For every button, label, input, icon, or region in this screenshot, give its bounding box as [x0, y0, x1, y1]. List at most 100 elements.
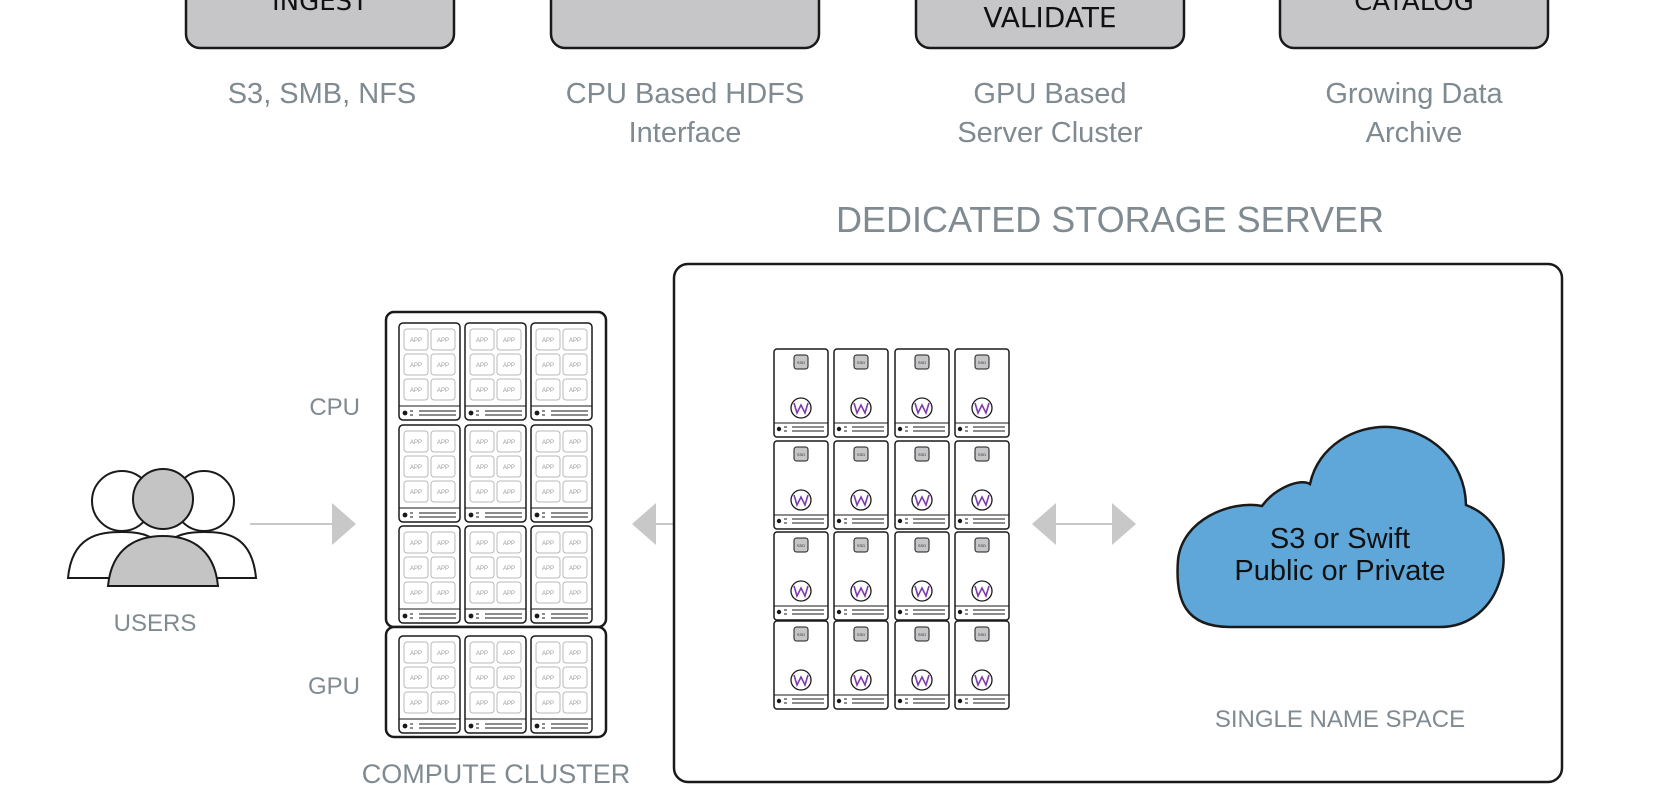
app-tile — [469, 430, 495, 453]
app-tile-label: APP — [503, 363, 515, 369]
ssd-node-icon: SSD — [833, 620, 889, 710]
ssd-node-icon: SSD — [954, 531, 1010, 621]
ssd-node-icon: SSD — [773, 531, 829, 621]
stage-catalog-title: CATALOG — [1354, 0, 1474, 17]
ssd-node-icon: SSD — [894, 348, 950, 438]
storage-title: DEDICATED STORAGE SERVER — [836, 199, 1384, 240]
app-tile-label: APP — [503, 388, 515, 394]
users-label: USERS — [114, 610, 197, 637]
app-tile — [562, 430, 588, 453]
user-center-body — [106, 534, 220, 587]
logo-icon — [790, 397, 812, 419]
stage-validate-title: VALIDATE — [983, 1, 1116, 34]
ssd-node-icon: SSD — [773, 440, 829, 530]
app-tile — [496, 531, 522, 554]
app-tile — [562, 480, 588, 503]
app-tile — [469, 328, 495, 351]
app-tile-label: APP — [476, 388, 488, 394]
app-tile-label: APP — [437, 363, 449, 369]
app-tile — [562, 691, 588, 714]
app-tile — [430, 455, 456, 478]
app-tile-label: APP — [569, 541, 581, 547]
app-tile-label: APP — [476, 490, 488, 496]
app-tile — [535, 531, 561, 554]
app-tile — [403, 480, 429, 503]
app-tile — [496, 328, 522, 351]
app-tile-label: APP — [542, 701, 554, 707]
app-tile — [535, 353, 561, 376]
app-tile — [535, 556, 561, 579]
app-tile-label: APP — [569, 388, 581, 394]
app-tile — [469, 353, 495, 376]
logo-icon — [971, 489, 993, 511]
namespace-label: SINGLE NAME SPACE — [1215, 706, 1465, 733]
app-tile — [430, 328, 456, 351]
app-tile — [496, 666, 522, 689]
logo-icon — [971, 397, 993, 419]
logo-icon — [971, 580, 993, 602]
app-tile — [535, 581, 561, 604]
app-tile-label: APP — [542, 440, 554, 446]
logo-icon — [911, 489, 933, 511]
app-tile — [496, 641, 522, 664]
app-tile — [496, 353, 522, 376]
ssd-label: SSD — [978, 360, 986, 365]
ssd-label: SSD — [978, 452, 986, 457]
app-tile-label: APP — [476, 363, 488, 369]
app-tile-label: APP — [542, 651, 554, 657]
app-tile — [469, 556, 495, 579]
app-tile-label: APP — [437, 566, 449, 572]
stage-ingest-box — [184, 0, 456, 50]
ssd-node-icon: SSD — [773, 348, 829, 438]
app-tile — [430, 581, 456, 604]
ssd-node-icon: SSD — [954, 620, 1010, 710]
app-tile — [562, 531, 588, 554]
app-tile-label: APP — [569, 490, 581, 496]
app-tile — [562, 328, 588, 351]
app-tile-label: APP — [503, 651, 515, 657]
app-tile-label: APP — [569, 676, 581, 682]
app-tile — [430, 480, 456, 503]
logo-icon — [911, 397, 933, 419]
app-tile-label: APP — [437, 651, 449, 657]
app-tile-label: APP — [542, 465, 554, 471]
app-tile-label: APP — [476, 338, 488, 344]
stage-hdfs-subtitle-line1: CPU Based HDFS — [566, 78, 805, 110]
app-tile — [403, 378, 429, 401]
ssd-node-icon: SSD — [833, 531, 889, 621]
ssd-label: SSD — [797, 543, 805, 548]
logo-icon — [850, 580, 872, 602]
app-tile — [496, 556, 522, 579]
ssd-label: SSD — [797, 452, 805, 457]
ssd-label: SSD — [857, 632, 865, 637]
app-tile — [469, 691, 495, 714]
app-tile — [403, 531, 429, 554]
compute-cluster-label: COMPUTE CLUSTER — [362, 759, 631, 789]
stage-validate-box — [914, 0, 1186, 50]
app-tile-label: APP — [410, 440, 422, 446]
app-tile — [562, 455, 588, 478]
app-tile-label: APP — [569, 440, 581, 446]
app-tile-label: APP — [437, 490, 449, 496]
double-arrow-icon — [1032, 503, 1136, 545]
app-tile-label: APP — [410, 566, 422, 572]
app-tile — [403, 455, 429, 478]
app-tile-label: APP — [476, 676, 488, 682]
app-tile-label: APP — [542, 541, 554, 547]
ssd-label: SSD — [978, 632, 986, 637]
app-tile — [403, 691, 429, 714]
app-tile — [403, 353, 429, 376]
app-tile — [535, 480, 561, 503]
ssd-node-icon: SSD — [954, 440, 1010, 530]
app-tile-label: APP — [476, 465, 488, 471]
app-tile-label: APP — [410, 490, 422, 496]
logo-icon — [850, 489, 872, 511]
app-tile-label: APP — [542, 591, 554, 597]
app-tile-label: APP — [503, 490, 515, 496]
app-tile — [469, 641, 495, 664]
